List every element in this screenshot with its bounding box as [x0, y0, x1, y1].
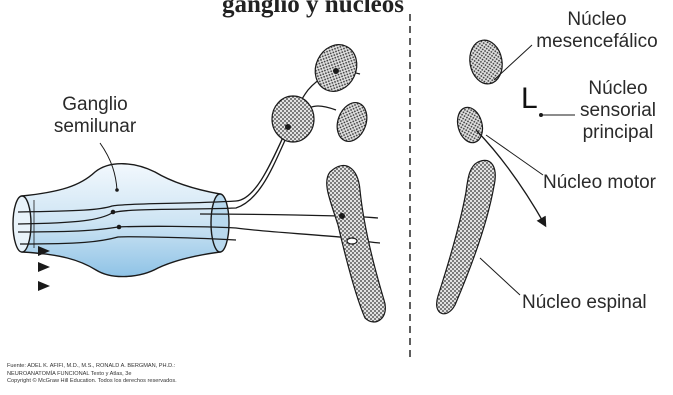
left-motor-nucleus: [332, 98, 372, 145]
credit-line-3: Copyright © McGraw Hill Education. Todos…: [7, 378, 177, 386]
label-sensory-line2: sensorial: [566, 100, 670, 122]
right-mesencephalic-nucleus: [466, 38, 505, 87]
label-sensory-line1: Núcleo: [566, 78, 670, 100]
label-spinal-nucleus: Núcleo espinal: [522, 292, 647, 314]
label-motor-nucleus: Núcleo motor: [543, 172, 656, 194]
source-credit: Fuente: ADEL K. AFIFI, M.D., M.S., RONAL…: [7, 363, 177, 386]
credit-line-1: Fuente: ADEL K. AFIFI, M.D., M.S., RONAL…: [7, 363, 177, 371]
figure-title: ganglio y núcleos: [222, 0, 404, 19]
label-mesencephalic-line1: Núcleo: [527, 9, 667, 31]
credit-line-2: NEUROANATOMÍA FUNCIONAL Texto y Atlas, 3…: [7, 371, 177, 379]
leader-dot: [539, 113, 543, 117]
principal-marker: L: [521, 82, 538, 116]
label-mesencephalic-nucleus: Núcleo mesencefálico: [527, 9, 667, 53]
ganglion-leader-dot: [115, 188, 119, 192]
label-ganglion: Ganglio semilunar: [30, 94, 160, 138]
label-principal-sensory-nucleus: Núcleo sensorial principal: [566, 78, 670, 144]
right-spinal-nucleus: [437, 160, 496, 313]
left-principal-sensory-nucleus: [272, 96, 314, 142]
right-principal-sensory-nucleus: [454, 105, 486, 146]
left-spinal-nucleus: [327, 166, 386, 322]
label-sensory-line3: principal: [566, 122, 670, 144]
label-ganglion-line2: semilunar: [30, 116, 160, 138]
label-mesencephalic-line2: mesencefálico: [527, 31, 667, 53]
semilunar-ganglion: [13, 164, 229, 277]
left-nuclei: [272, 38, 385, 322]
label-ganglion-line1: Ganglio: [30, 94, 160, 116]
